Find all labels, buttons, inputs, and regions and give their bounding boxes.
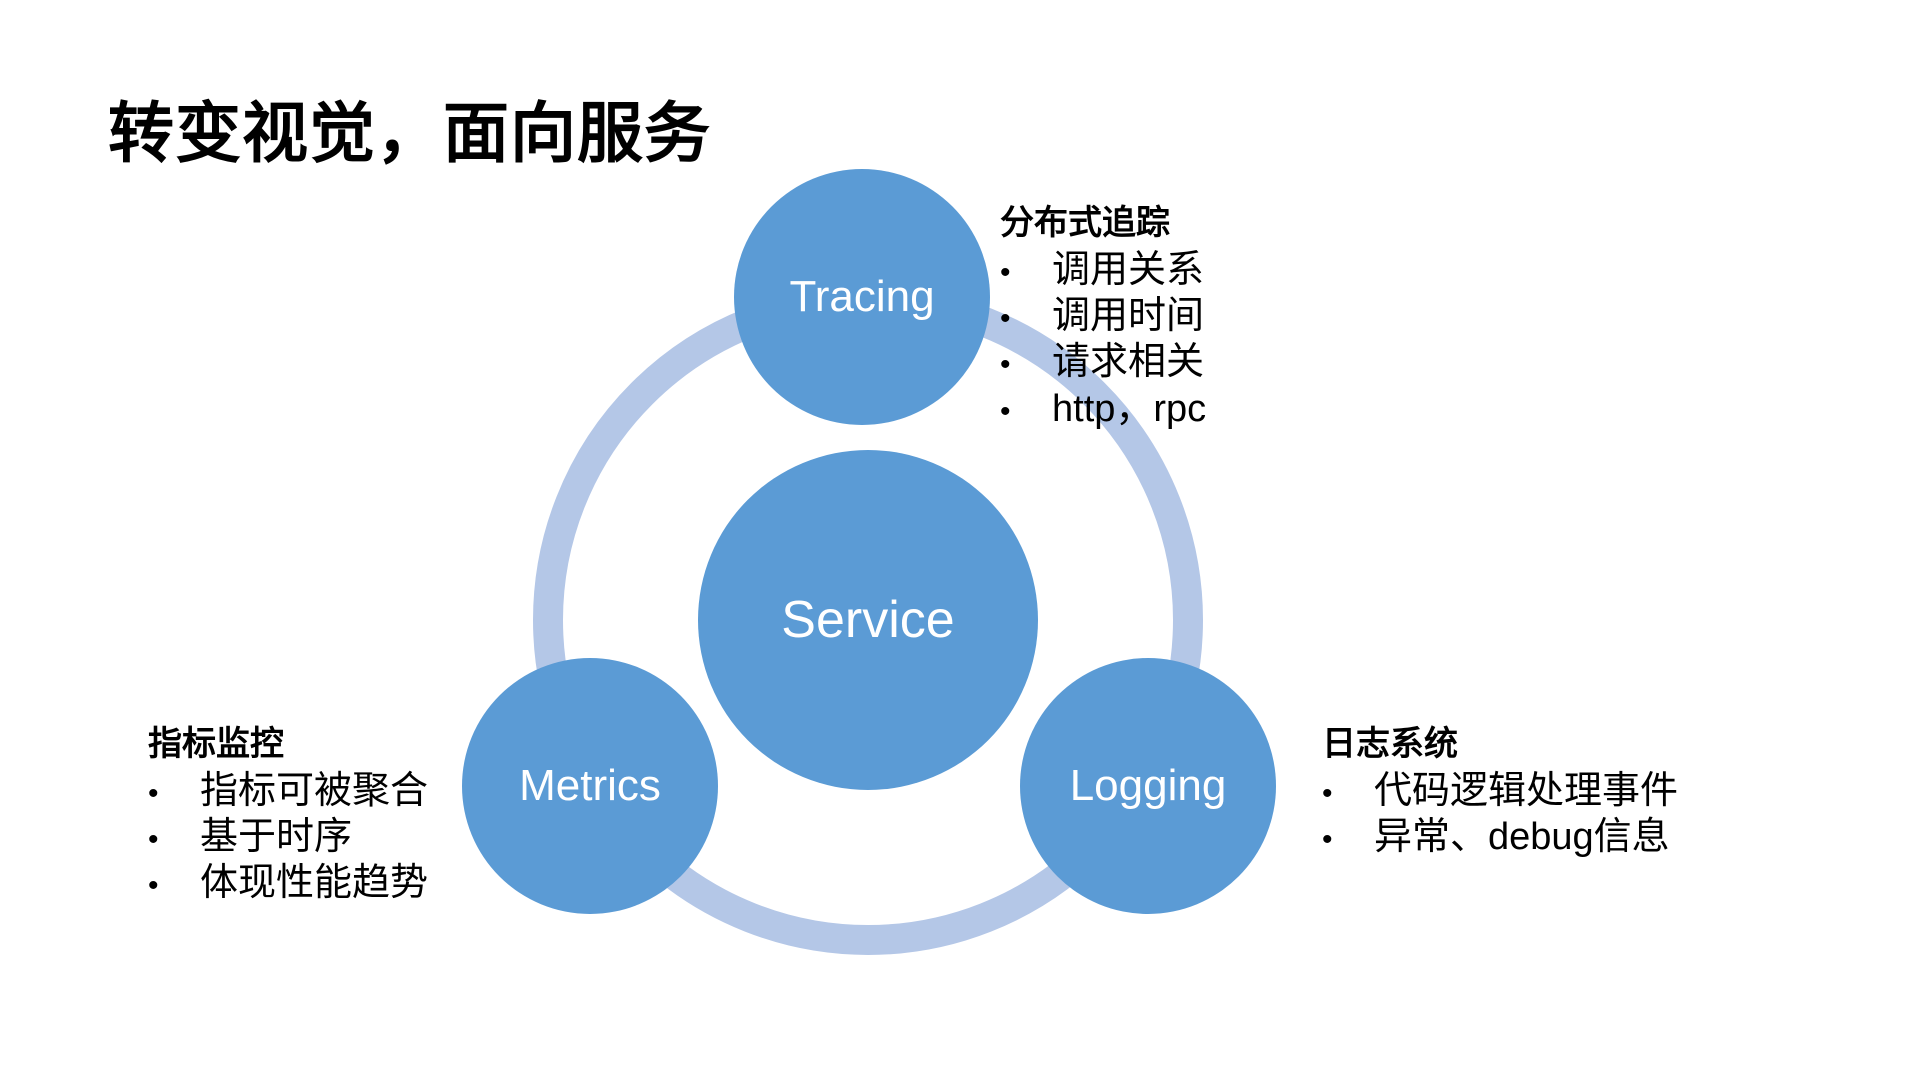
- node-metrics-label: Metrics: [519, 761, 661, 810]
- list-item: • 请求相关: [1000, 339, 1206, 385]
- node-logging-label: Logging: [1069, 761, 1227, 810]
- annotation-tracing: 分布式追踪 • 调用关系 • 调用时间 • 请求相关 • http，rpc: [1000, 202, 1206, 432]
- list-item-label: 代码逻辑处理事件: [1374, 769, 1679, 812]
- list-item: • 代码逻辑处理事件: [1322, 768, 1678, 814]
- node-tracing-label: Tracing: [789, 272, 935, 321]
- list-item: • 体现性能趋势: [148, 860, 428, 906]
- annotation-tracing-list: • 调用关系 • 调用时间 • 请求相关 • http，rpc: [1000, 247, 1206, 432]
- list-item-label: http，rpc: [1052, 387, 1207, 430]
- list-item-label: 体现性能趋势: [200, 862, 429, 905]
- annotation-metrics-title: 指标监控: [148, 725, 284, 763]
- list-item: • http，rpc: [1000, 386, 1206, 432]
- list-item: • 基于时序: [148, 814, 428, 860]
- list-item-label: 调用关系: [1052, 248, 1205, 291]
- bullet-icon: •: [1322, 776, 1333, 810]
- bullet-icon: •: [148, 822, 159, 856]
- page-title: 转变视觉，面向服务: [108, 96, 711, 171]
- bullet-icon: •: [1000, 394, 1011, 428]
- list-item-label: 基于时序: [200, 815, 353, 858]
- list-item: • 异常、debug信息: [1322, 814, 1678, 860]
- bullet-icon: •: [1000, 301, 1011, 335]
- list-item-label: 请求相关: [1052, 341, 1205, 384]
- list-item-label: 异常、debug信息: [1374, 815, 1670, 858]
- list-item: • 指标可被聚合: [148, 768, 428, 814]
- bullet-icon: •: [1322, 822, 1333, 856]
- node-metrics[interactable]: Metrics: [462, 658, 718, 914]
- annotation-logging-list: • 代码逻辑处理事件 • 异常、debug信息: [1322, 768, 1678, 861]
- list-item: • 调用关系: [1000, 247, 1206, 293]
- node-service-label: Service: [781, 591, 955, 649]
- bullet-icon: •: [1000, 348, 1011, 382]
- bullet-icon: •: [148, 776, 159, 810]
- annotation-logging: 日志系统 • 代码逻辑处理事件 • 异常、debug信息: [1322, 723, 1678, 860]
- annotation-metrics-list: • 指标可被聚合 • 基于时序 • 体现性能趋势: [148, 768, 428, 907]
- bullet-icon: •: [1000, 255, 1011, 289]
- annotation-tracing-title: 分布式追踪: [1000, 204, 1170, 242]
- node-logging[interactable]: Logging: [1020, 658, 1276, 914]
- list-item: • 调用时间: [1000, 293, 1206, 339]
- node-tracing[interactable]: Tracing: [734, 169, 990, 425]
- annotation-metrics: 指标监控 • 指标可被聚合 • 基于时序 • 体现性能趋势: [148, 723, 428, 907]
- node-service[interactable]: Service: [698, 450, 1038, 790]
- annotation-logging-title: 日志系统: [1322, 725, 1458, 763]
- bullet-icon: •: [148, 869, 159, 903]
- list-item-label: 指标可被聚合: [200, 769, 429, 812]
- list-item-label: 调用时间: [1052, 294, 1205, 337]
